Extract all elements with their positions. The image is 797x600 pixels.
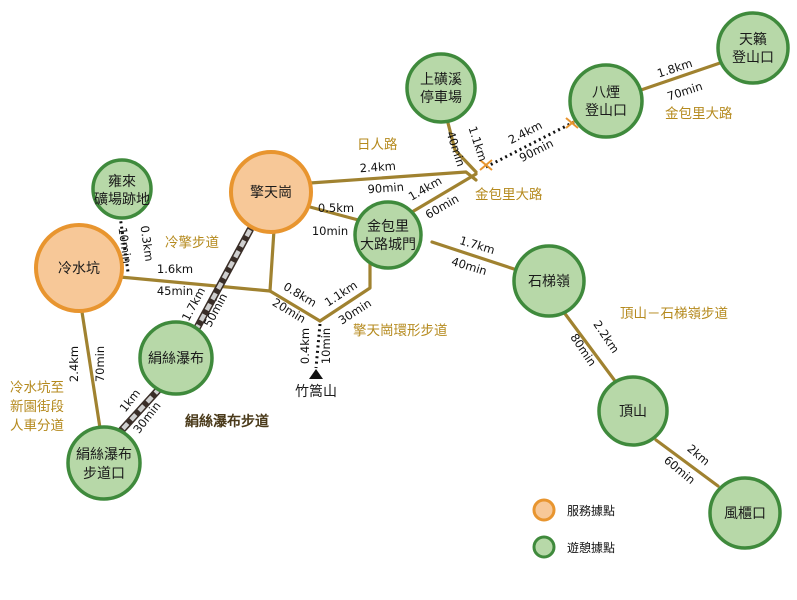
edge-length: 0.5km [318,201,354,215]
edge-length: 0.3km [138,225,157,263]
edge-time: 80min [567,331,599,369]
node-label-line1: 絹絲瀑布 [76,447,132,463]
node-label-line1: 上磺溪 [420,72,462,88]
node-bayan[interactable]: 八煙 登山口 [568,63,644,139]
node-label: 絹絲瀑布 [148,351,204,367]
edge-time: 10min [116,226,135,264]
node-label-line1: 金包里 [367,219,409,235]
node-fengguikou[interactable]: 風櫃口 [708,476,782,550]
trail-name-lsk-line2: 新園街段 [10,399,64,415]
edge-length: 2.4km [359,159,396,175]
edge-length: 1.6km [157,262,193,276]
node-label-line2: 登山口 [585,103,627,119]
legend-service-swatch [532,498,556,522]
peak-marker-icon [309,369,323,379]
node-label: 冷水坑 [58,261,100,277]
road-bayan-tianlai [639,61,722,92]
node-label: 擎天崗 [250,185,292,201]
trail-name-riren: 日人路 [357,137,398,153]
trail-name-dingshan-shiti: 頂山－石梯嶺步道 [620,306,728,322]
node-label-line1: 天籟 [739,32,767,48]
edge-time: 45min [157,284,193,298]
node-label-line2: 礦場跡地 [94,191,150,208]
node-label-line1: 雍來 [108,174,136,190]
road-shangqingxi-crossing [446,121,478,174]
crossing-marker-riren [479,159,493,171]
node-yonglai[interactable]: 雍來 礦場跡地 [91,158,153,220]
trail-name-jinbaoli-1: 金包里大路 [475,187,543,203]
legend-service-label: 服務據點 [567,504,615,518]
node-juansi-falls[interactable]: 絹絲瀑布 [138,320,214,396]
road-zhuhuang-gate [318,256,372,323]
road-dingshan-fengguikou [654,438,720,488]
edge-length: 0.4km [298,328,312,364]
node-label-line2: 停車場 [420,89,462,106]
road-qingtiangang-gate [308,205,364,223]
dotted-path-yonglai [118,215,130,273]
edge-length: 2.2km [590,318,622,356]
node-tianlai[interactable]: 天籟 登山口 [716,11,790,85]
edge-time: 90min [367,180,404,197]
node-juansi-trailhead[interactable]: 絹絲瀑布 步道口 [66,425,142,501]
edge-time: 10min [319,328,333,364]
legend-rest-label: 遊憩據點 [567,540,615,555]
trail-name-juansi: 絹絲瀑布步道 [185,413,269,430]
dotted-path-bayan [485,120,575,169]
peak-label-zhuhuangshan: 竹篙山 [295,384,337,400]
edge-time: 70min [93,346,107,382]
legend-rest-swatch [532,535,556,559]
road-junction-zhuhuang [268,289,322,323]
node-label: 頂山 [619,404,647,420]
edge-time: 40min [444,129,469,168]
edge-length: 1.8km [655,56,694,80]
road-lengshuikeng-junction [118,275,272,293]
trail-name-lsk-line3: 人車分道 [10,418,64,434]
road-lengshuikeng-trailhead [80,310,102,430]
trail-name-jinbaoli-2: 金包里大路 [665,106,733,122]
juansi-trail [116,226,254,436]
edge-length: 1.1km [466,124,490,163]
node-shangqingxi[interactable]: 上磺溪 停車場 [405,52,477,124]
node-dingshan[interactable]: 頂山 [597,375,669,447]
node-label-line1: 八煙 [592,85,620,101]
node-label-line2: 大路城門 [360,237,416,253]
node-label: 石梯嶺 [528,274,570,290]
node-jinbaoli-gate[interactable]: 金包里 大路城門 [353,200,423,270]
legend: 服務據點 遊憩據點 [532,498,615,559]
edge-length: 1.4km [406,173,444,203]
trail-name-qingtian-ring: 擎天崗環形步道 [353,323,448,339]
node-label: 風櫃口 [724,506,766,522]
road-network [80,61,722,488]
road-gate-shitiling [430,240,516,271]
node-label-line2: 登山口 [732,50,774,66]
trail-name-lsk-line1: 冷水坑至 [10,380,64,396]
node-label-line2: 步道口 [83,466,125,482]
road-shitiling-dingshan [558,305,620,387]
road-qingtiangang-junction [268,228,276,293]
node-lengshuikeng[interactable]: 冷水坑 [34,223,124,313]
node-shitiling[interactable]: 石梯嶺 [512,244,586,318]
trail-names: 冷擎步道 日人路 金包里大路 金包里大路 擎天崗環形步道 頂山－石梯嶺步道 絹絲… [10,106,733,434]
edge-time: 70min [665,79,704,104]
road-gate-crossing [410,172,478,214]
node-qingtiangang[interactable]: 擎天崗 [229,150,313,234]
edge-length: 2.4km [67,346,81,382]
trail-name-lengqing: 冷擎步道 [165,235,219,251]
edge-time: 10min [312,224,348,238]
dotted-path-zhuhuang [314,323,322,369]
